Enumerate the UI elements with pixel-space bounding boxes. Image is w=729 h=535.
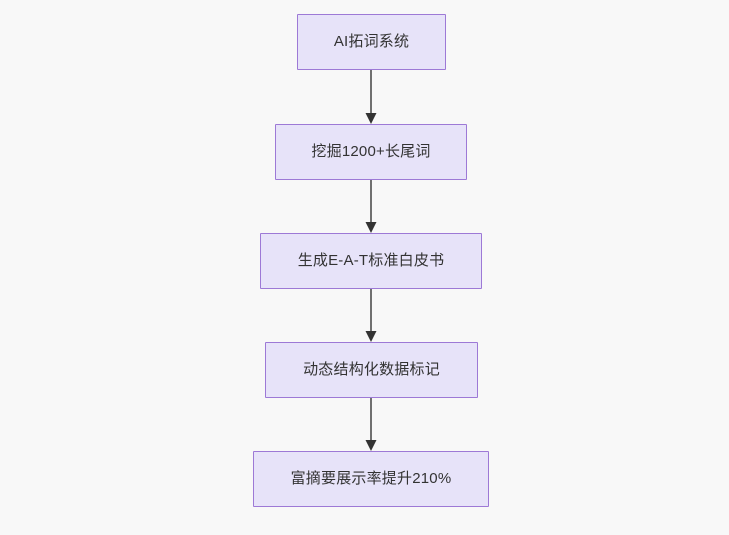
flow-edge-4 [356,398,386,451]
flow-edge-2 [356,180,386,233]
flow-node-label: 富摘要展示率提升210% [290,470,452,487]
flow-node-dynamic-structured-data-markup[interactable]: 动态结构化数据标记 [265,342,478,398]
flow-node-label: AI拓词系统 [333,33,410,50]
flow-edge-3 [356,289,386,342]
flow-node-label: 动态结构化数据标记 [303,361,440,378]
flow-node-rich-snippet-impression-uplift[interactable]: 富摘要展示率提升210% [253,451,489,507]
flow-node-generate-eat-whitepaper[interactable]: 生成E-A-T标准白皮书 [260,233,482,289]
flow-node-ai-keyword-system[interactable]: AI拓词系统 [297,14,446,70]
flow-edge-1 [356,70,386,124]
flow-node-mine-longtail-keywords[interactable]: 挖掘1200+长尾词 [275,124,467,180]
flow-node-label: 生成E-A-T标准白皮书 [297,252,445,269]
flow-node-label: 挖掘1200+长尾词 [311,143,431,160]
